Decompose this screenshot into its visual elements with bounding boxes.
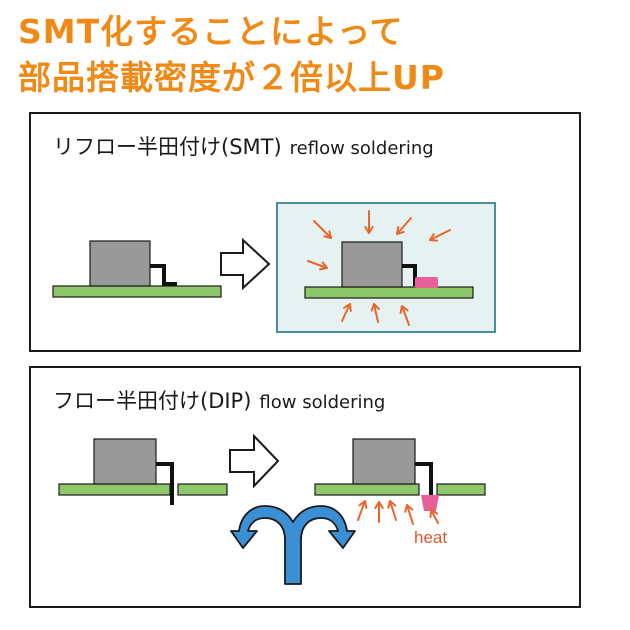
heat-arrowhead-icon: [429, 233, 438, 242]
heat-label: heat: [414, 528, 447, 547]
smt-heat-arrows: [307, 210, 451, 326]
smt-component-after: [341, 241, 403, 288]
heat-arrow-icon: [341, 303, 351, 322]
dip-board-after-left: [314, 483, 420, 496]
headline-line-1: SMT化することによって: [18, 12, 404, 51]
smt-solder-paste: [415, 277, 438, 288]
heat-arrow-icon: [307, 260, 328, 269]
dip-flow-panel: フロー半田付け(DIP) flow soldering heat: [29, 366, 581, 608]
heat-arrowhead-icon: [364, 226, 374, 234]
heat-arrow-icon: [313, 220, 332, 239]
dip-lead-before: [156, 462, 174, 505]
heat-arrow-icon: [430, 509, 439, 524]
smt-process-arrow-icon: [220, 237, 271, 291]
dip-component-after: [352, 438, 416, 485]
heat-arrow-icon: [357, 500, 366, 521]
heat-arrow-icon: [373, 303, 379, 323]
smt-panel-title: リフロー半田付け(SMT) reflow soldering: [53, 131, 434, 161]
heat-arrowhead-icon: [370, 303, 380, 312]
dip-lead-after: [415, 462, 433, 496]
dip-title-ja: フロー半田付け(DIP): [53, 389, 252, 413]
smt-board-after: [304, 286, 474, 299]
heat-arrowhead-icon: [343, 303, 352, 312]
heat-arrowhead-icon: [399, 305, 409, 314]
heat-arrow-icon: [429, 229, 451, 241]
heat-arrowhead-icon: [429, 509, 439, 518]
headline-line-2: 部品搭載密度が２倍以上UP: [18, 58, 445, 97]
smt-title-ja: リフロー半田付け(SMT): [53, 135, 282, 159]
heat-arrowhead-icon: [396, 226, 405, 235]
smt-board-before: [52, 285, 222, 298]
dip-panel-title: フロー半田付け(DIP) flow soldering: [53, 385, 385, 415]
dip-heat-arrows: [357, 500, 439, 525]
heat-arrow-icon: [389, 500, 397, 521]
dip-title-en: flow soldering: [259, 392, 386, 413]
solder-wave-arrow-icon: [230, 505, 356, 585]
heat-arrow-icon: [401, 305, 410, 326]
dip-process-arrow-icon: [229, 433, 280, 489]
heat-arrowhead-icon: [358, 500, 368, 509]
dip-diagram: heat: [58, 433, 486, 585]
smt-component-before: [89, 240, 151, 287]
dip-board-before-right: [177, 483, 228, 496]
heat-arrow-icon: [396, 217, 412, 235]
heat-arrowhead-icon: [404, 504, 414, 513]
dip-board-before-left: [58, 483, 171, 496]
heat-arrowhead-icon: [319, 261, 328, 271]
dip-board-after-right: [436, 483, 486, 496]
dip-solder-fillet: [421, 495, 439, 511]
heat-arrow-icon: [406, 504, 414, 525]
smt-title-en: reflow soldering: [289, 138, 434, 159]
heat-arrowhead-icon: [374, 501, 384, 509]
dip-component-before: [93, 438, 157, 485]
heat-arrowhead-icon: [323, 230, 332, 239]
smt-lead-before: [150, 264, 177, 286]
smt-reflow-panel: リフロー半田付け(SMT) reflow soldering: [29, 112, 581, 352]
smt-diagram: [52, 202, 496, 333]
heat-arrowhead-icon: [387, 500, 397, 509]
